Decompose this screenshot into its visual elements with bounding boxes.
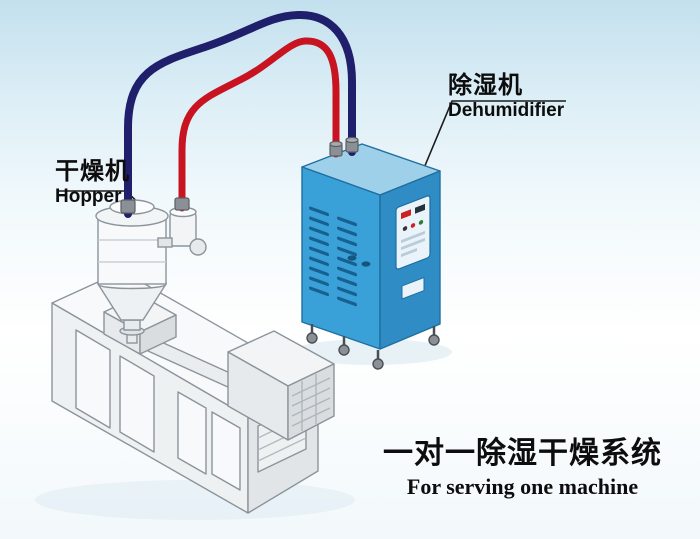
extruder-shadow	[35, 480, 355, 520]
dehumidifier-control-panel	[395, 195, 431, 270]
dehumidifier-cabinet	[301, 143, 441, 370]
hopper-label: 干燥机 Hopper	[55, 158, 130, 207]
gearbox-grille	[291, 374, 331, 431]
blower-fitting	[174, 197, 190, 211]
dehumidifier-handle-2	[361, 261, 371, 267]
dehumidifier-label-en: Dehumidifier	[448, 99, 565, 121]
hopper-blower-duct	[157, 237, 173, 248]
hopper-band-seams	[98, 239, 166, 263]
extruder-door-3	[177, 391, 207, 475]
dehumidifier-sticker	[401, 277, 425, 300]
port-right-cap	[345, 136, 359, 144]
pedestal-right-face	[139, 314, 177, 355]
hopper-neck	[123, 319, 141, 331]
hopper-cone	[97, 281, 167, 321]
dehumidifier-louvers	[309, 206, 357, 307]
dehumidifier-label-line	[423, 100, 566, 169]
panel-button-1	[402, 226, 408, 231]
dehumidifier-label: 除湿机 Dehumidifier	[448, 72, 564, 121]
extruder-door-1	[75, 329, 111, 429]
hopper-dryer	[95, 199, 207, 344]
system-caption-zh: 一对一除湿干燥系统	[383, 437, 662, 470]
dry-air-pipe	[178, 37, 340, 212]
return-air-pipe	[124, 10, 356, 218]
port-left-cap	[329, 140, 343, 148]
dehumidifier-handle-1	[347, 255, 357, 261]
casters	[306, 324, 440, 370]
pipe-fittings	[120, 136, 359, 214]
hopper-lid-fitting	[120, 199, 136, 214]
panel-line-1	[401, 230, 425, 244]
extruder-door-2	[119, 355, 155, 453]
panel-line-2	[401, 237, 425, 251]
gearbox-right-face	[287, 363, 335, 441]
display-red	[401, 209, 411, 220]
panel-button-2	[410, 223, 416, 228]
hopper-label-en: Hopper	[55, 185, 122, 207]
dehumidifier-shadow	[292, 339, 452, 365]
dehumidifier-label-zh: 除湿机	[448, 72, 523, 99]
panel-button-3	[418, 220, 424, 225]
hopper-body	[97, 215, 167, 285]
system-caption-en: For serving one machine	[406, 473, 639, 499]
panel-line-3	[401, 247, 417, 258]
hopper-blower-motor	[189, 238, 207, 256]
extruder-door-4	[211, 411, 241, 491]
hopper-label-zh: 干燥机	[55, 158, 130, 185]
extruder	[51, 270, 335, 514]
display-dark	[415, 203, 425, 214]
system-caption: 一对一除湿干燥系统 For serving one machine	[383, 437, 662, 499]
